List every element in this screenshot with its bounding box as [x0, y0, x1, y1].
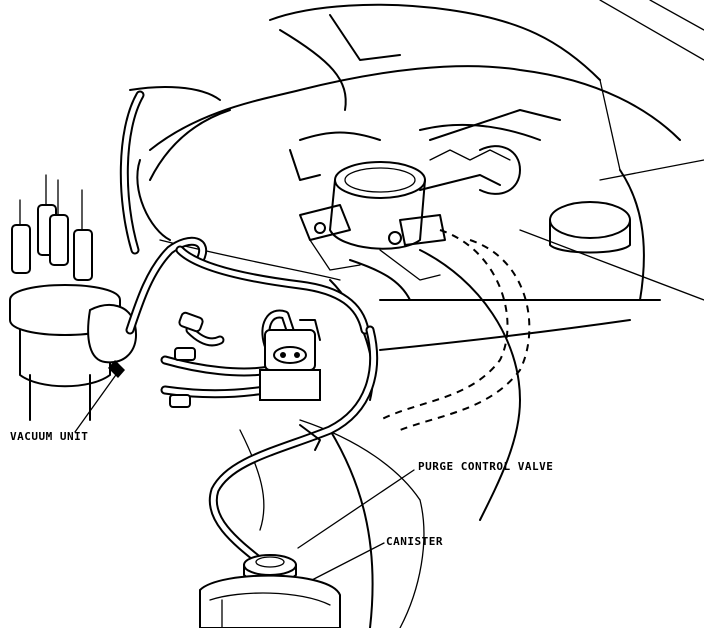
canister-label: CANISTER — [386, 535, 443, 548]
purge-hose — [208, 229, 531, 570]
carburetor — [299, 161, 501, 301]
switching-valve — [259, 309, 321, 401]
vacuum-unit-label: VACUUM UNIT — [10, 430, 89, 443]
leader-lines — [74, 371, 415, 581]
cam-cover — [119, 86, 631, 255]
purge-control-valve-label: PURGE CONTROL VALVE — [418, 460, 554, 473]
distributor — [9, 174, 137, 421]
vacuum-hoses — [125, 236, 370, 408]
engine-body — [136, 0, 704, 628]
canister-assembly — [199, 554, 341, 628]
